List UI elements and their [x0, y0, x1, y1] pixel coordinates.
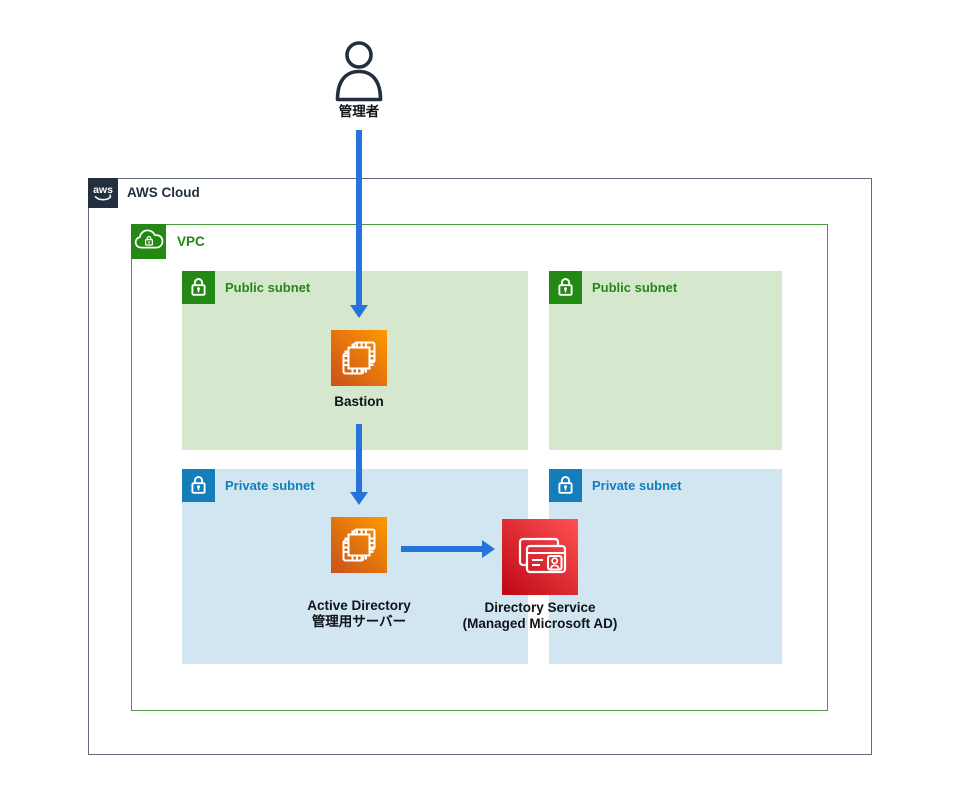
ad-server-label: Active Directory 管理用サーバー — [279, 598, 439, 630]
ad-server-ec2-instance-icon — [331, 517, 387, 578]
aws-cloud-title: AWS Cloud — [127, 185, 200, 200]
vpc-icon — [131, 224, 166, 259]
private-subnet-lock-icon — [549, 469, 582, 502]
directory-service-icon — [502, 519, 578, 600]
public-subnet-left-label: Public subnet — [225, 280, 311, 295]
public-subnet-right: Public subnet — [549, 271, 782, 450]
arrow-ad-server-to-directory-service — [401, 546, 483, 552]
administrator-user-icon — [326, 30, 392, 106]
public-subnet-right-label: Public subnet — [592, 280, 678, 295]
vpc-container: VPC Public subnet — [131, 224, 828, 711]
administrator-label: 管理者 — [338, 104, 380, 119]
ad-server-label-line2: 管理用サーバー — [311, 614, 407, 629]
directory-service-label: Directory Service (Managed Microsoft AD) — [440, 600, 640, 632]
svg-text:aws: aws — [93, 184, 113, 196]
private-subnet-lock-icon — [182, 469, 215, 502]
ad-server-label-line1: Active Directory — [307, 598, 411, 613]
directory-service-label-line1: Directory Service — [484, 600, 596, 615]
vpc-title: VPC — [177, 234, 205, 249]
arrow-admin-to-bastion-head — [350, 305, 368, 318]
arrow-bastion-to-ad-server-head — [350, 492, 368, 505]
arrow-bastion-to-ad-server — [356, 424, 362, 493]
bastion-label: Bastion — [334, 394, 384, 409]
private-subnet-left-label: Private subnet — [225, 478, 315, 493]
arrow-admin-to-bastion — [356, 130, 362, 306]
private-subnet-right-label: Private subnet — [592, 478, 682, 493]
aws-cloud-icon: aws — [88, 178, 118, 208]
aws-cloud-container: aws AWS Cloud VPC — [88, 178, 872, 755]
directory-service-label-line2: (Managed Microsoft AD) — [462, 616, 618, 631]
public-subnet-lock-icon — [549, 271, 582, 304]
private-subnet-right: Private subnet — [549, 469, 782, 664]
public-subnet-lock-icon — [182, 271, 215, 304]
arrow-ad-server-to-directory-service-head — [482, 540, 495, 558]
bastion-ec2-instance-icon — [331, 330, 387, 391]
